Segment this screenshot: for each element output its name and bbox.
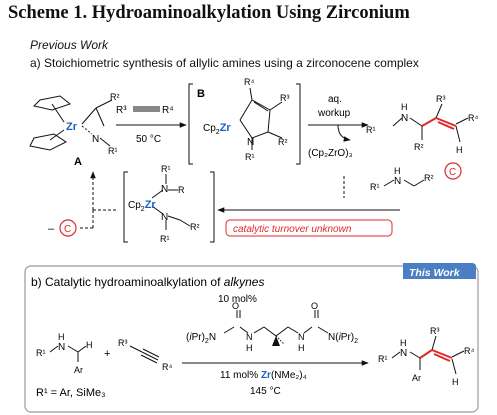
minus-sign: – (48, 223, 55, 235)
r1-label-b-amine: R¹ (36, 348, 46, 358)
part-a-heading: a) Stoichiometric synthesis of allylic a… (30, 56, 419, 70)
compound-c-badge-left (59, 219, 77, 237)
cp-ring-bottom (29, 133, 67, 151)
scheme-title-text: Hydroaminoalkylation Using Zirconium (91, 3, 410, 23)
scheme-title: Scheme 1. Hydroaminoalkylation Using Zir… (8, 3, 410, 24)
turnover-label: catalytic turnover unknown (233, 224, 352, 235)
alkyne-reagent: R³ (116, 105, 127, 116)
h-label-b-product: H (452, 377, 459, 387)
product-c: R¹ N H R³ R⁴ R² H C (366, 94, 478, 180)
n-atom-c: N (401, 113, 408, 124)
compound-c-badge (444, 162, 462, 180)
r4-label-b: R⁴ (244, 77, 254, 87)
h-label-c: H (456, 145, 463, 155)
h-urea-left: H (246, 343, 253, 353)
this-work-label: This Work (409, 267, 461, 279)
wedge-bond (272, 336, 280, 346)
h-on-n-b-product: H (400, 338, 407, 348)
amine-reagent: R¹ N H R² (370, 166, 434, 192)
r1-label-bottom: R¹ (160, 234, 170, 244)
r3-label-b: R³ (280, 93, 290, 103)
temp-a: 50 °C (136, 134, 161, 145)
r1-label-b-product: R¹ (378, 354, 388, 364)
n-ipr2-left: (iPr)2N (186, 332, 216, 345)
n-atom-urea-right: N (298, 332, 305, 342)
compound-c-label-left: C (64, 224, 71, 235)
h-label-b-amine: H (86, 340, 93, 350)
byproduct-label: (Cp₂ZrO)₃ (308, 148, 353, 159)
workup-label: workup (317, 108, 351, 119)
zr-complex-intermediate: Cp2Zr N R¹ R N R² R¹ (123, 164, 215, 244)
h-urea-right: H (298, 343, 305, 353)
compound-b: B Cp2Zr R⁴ R³ R² N R¹ (188, 77, 301, 165)
n-atom-urea-left: N (246, 332, 253, 342)
alkyne-r4: R⁴ (162, 105, 174, 116)
zr-catalyst-label: 11 mol% Zr(NMe₂)₄ (220, 370, 307, 381)
r1-definition: R¹ = Ar, SiMe₃ (36, 387, 106, 399)
n-atom-b-product: N (400, 348, 407, 359)
r4-label-b-product: R⁴ (464, 346, 474, 356)
n-atom-a: N (92, 134, 99, 145)
r2-label-bottom: R² (190, 222, 200, 232)
compound-b-label: B (197, 88, 205, 100)
ar-label-b-amine: Ar (74, 365, 83, 375)
compound-a: Zr N R² R¹ A (29, 92, 120, 168)
h-on-n-b: H (58, 332, 65, 342)
cp-ring-top (33, 95, 72, 111)
n-atom-top: N (161, 184, 168, 195)
r1-label-top: R¹ (161, 164, 171, 174)
turnover-box (225, 219, 393, 237)
previous-work-label: Previous Work (30, 38, 109, 52)
o-atom-right: O (311, 301, 318, 311)
r1-label-a: R¹ (108, 146, 118, 156)
scheme-number: Scheme 1. (8, 3, 88, 23)
cp2zr-b: Cp2Zr (203, 122, 231, 136)
n-atom-bottom: N (161, 212, 168, 223)
compound-c-label: C (449, 167, 456, 178)
r2-label-c: R² (414, 142, 424, 152)
o-atom-left: O (232, 301, 239, 311)
n-ipr2-right: N(iPr)2 (328, 332, 358, 345)
r-label-top: R (178, 185, 185, 195)
r1-label-b: R¹ (245, 152, 255, 162)
plus-sign: + (104, 348, 110, 360)
catalyst-loading: 10 mol% (218, 294, 257, 305)
n-atom-amine: N (394, 176, 401, 187)
part-b-heading: b) Catalytic hydroaminoalkylation of alk… (31, 275, 264, 289)
cp2zr-intermediate: Cp2Zr (128, 199, 156, 213)
arrow-a-to-b: R³ R⁴ 50 °C (116, 105, 187, 145)
n-atom-b-amine: N (58, 342, 65, 353)
ar-label-b-product: Ar (412, 373, 421, 383)
r2-label-amine: R² (424, 173, 434, 183)
r2-label-a: R² (110, 92, 120, 102)
this-work-banner (403, 263, 476, 279)
h-label-amine: H (394, 166, 401, 176)
r4-label-c: R⁴ (468, 113, 478, 123)
r4-label-b-alkyne: R⁴ (162, 362, 172, 372)
r2-label-b: R² (278, 137, 288, 147)
r3-label-b-product: R³ (430, 326, 440, 336)
h-on-n-c: H (401, 102, 408, 112)
part-b-panel: This Work b) Catalytic hydroaminoalkylat… (24, 263, 479, 413)
n-atom-b: N (247, 137, 254, 148)
aq-label: aq. (328, 94, 342, 105)
r1-label-amine: R¹ (370, 182, 380, 192)
r3-label-c: R³ (436, 94, 446, 104)
temp-b: 145 °C (250, 386, 281, 397)
arrow-workup: aq. workup (Cp₂ZrO)₃ (308, 94, 369, 159)
compound-a-label: A (74, 156, 82, 168)
r1-label-c: R¹ (366, 125, 376, 135)
r3-label-b-alkyne: R³ (118, 338, 128, 348)
zr-atom-a: Zr (66, 121, 78, 133)
